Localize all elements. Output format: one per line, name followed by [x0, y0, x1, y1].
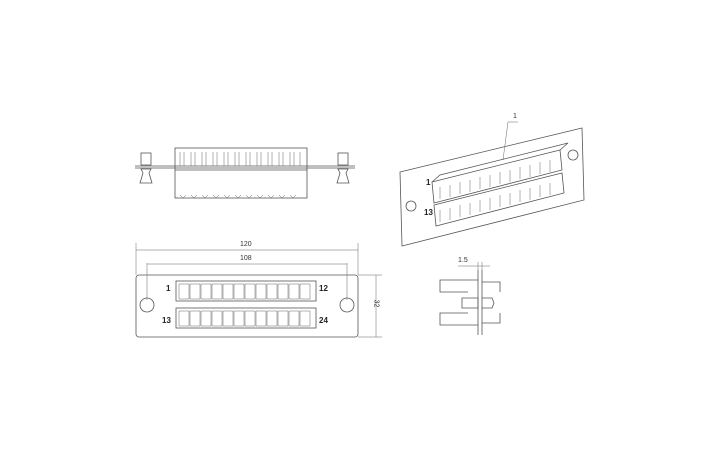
front-view — [135, 243, 382, 338]
dim-panel-thickness: 1.5 — [458, 257, 468, 264]
dim-hole-spacing: 108 — [240, 255, 252, 262]
port-label-13: 13 — [162, 316, 171, 325]
iso-view — [399, 121, 585, 247]
iso-port-label-13: 13 — [424, 208, 433, 217]
iso-callout: 1 — [513, 113, 517, 120]
dim-overall-width: 120 — [240, 241, 252, 248]
port-label-1: 1 — [166, 284, 171, 293]
dim-height: 32 — [372, 299, 380, 308]
iso-port-label-1: 1 — [426, 178, 431, 187]
port-label-12: 12 — [319, 284, 328, 293]
top-view — [135, 147, 355, 199]
side-view — [439, 262, 501, 335]
port-label-24: 24 — [319, 316, 328, 325]
